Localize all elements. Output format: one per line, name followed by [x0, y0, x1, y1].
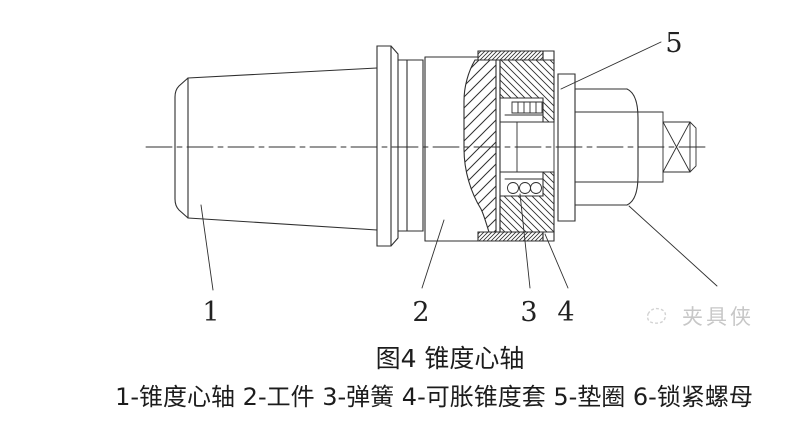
part-number-labels: 1 2 3 4 5 [202, 28, 682, 328]
leader-lines [200, 41, 718, 291]
figure-legend: 1-锥度心轴 2-工件 3-弹簧 4-可胀锥度套 5-垫圈 6-锁紧螺母 [115, 383, 753, 411]
watermark-text: 夹具侠 [682, 305, 754, 329]
part-1-taper-mandrel [174, 67, 378, 231]
leader-1 [200, 204, 214, 291]
watermark: 夹具侠 [646, 305, 754, 329]
leader-4 [544, 233, 569, 289]
workpiece-section-hatch [463, 59, 497, 233]
part-6-lock-nut [574, 88, 664, 206]
mandrel-flange [376, 45, 424, 247]
part-3-spring [507, 101, 543, 194]
leader-3 [519, 193, 531, 289]
part-label-4: 4 [557, 297, 574, 328]
part-label-5: 5 [665, 28, 682, 59]
part-label-2: 2 [412, 297, 429, 328]
part-4-expandable-taper-sleeve [477, 50, 555, 242]
figure-caption: 图4 锥度心轴 [376, 344, 525, 373]
part-2-workpiece [424, 56, 501, 242]
knurl-cross-lines [662, 121, 691, 173]
leader-5 [560, 41, 662, 90]
part-5-washer [557, 73, 576, 222]
mandrel-threaded-end [662, 121, 697, 173]
leader-2 [421, 219, 445, 289]
part-label-1: 1 [202, 297, 219, 328]
part-label-3: 3 [520, 297, 537, 328]
assembly-section-view [145, 41, 718, 291]
watermark-logo-icon [646, 307, 667, 324]
leader-6 [628, 205, 718, 287]
